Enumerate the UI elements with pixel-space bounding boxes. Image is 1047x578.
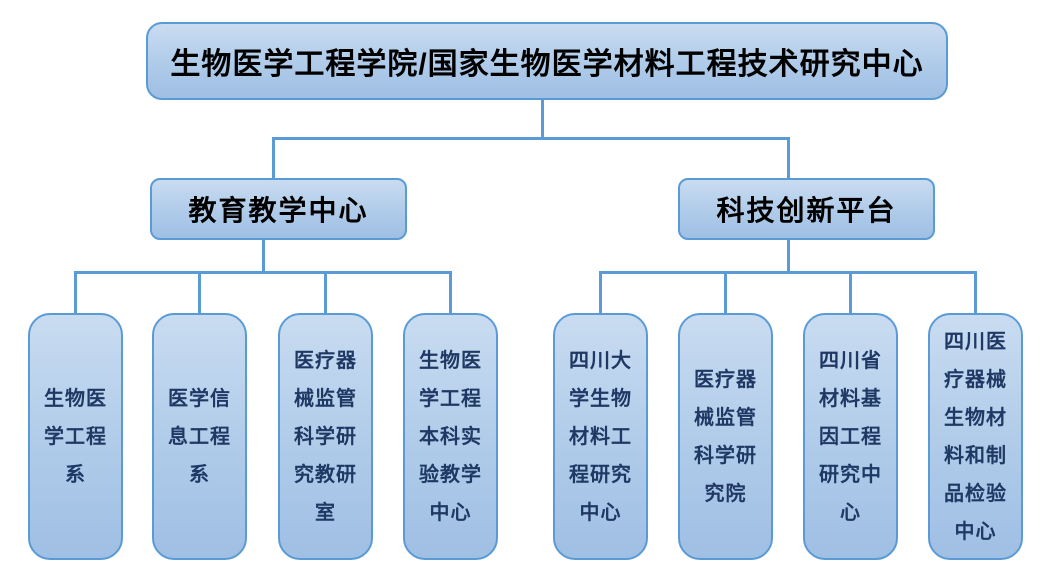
org-node-leaf-label: 四川医疗器械生物材料和制品检验中心 xyxy=(944,330,1007,543)
connector-branch-1-hline xyxy=(599,271,977,274)
org-node-leaf-undergrad-experiment-teaching-center: 生物医学工程本科实验教学中心 xyxy=(403,313,498,560)
org-node-leaf-label: 医疗器械监管科学研究教研室 xyxy=(294,349,357,524)
org-node-root-label: 生物医学工程学院/国家生物医学材料工程技术研究中心 xyxy=(170,48,924,81)
org-node-root: 生物医学工程学院/国家生物医学材料工程技术研究中心 xyxy=(146,22,948,100)
connector-leaf-1-drop xyxy=(198,271,201,313)
org-node-leaf-label: 医疗器械监管科学研究院 xyxy=(694,368,757,505)
org-node-leaf-label: 生物医学工程系 xyxy=(44,387,107,486)
org-node-leaf-scu-biomaterials-eng-research-center: 四川大学生物材料工程研究中心 xyxy=(553,313,648,560)
connector-branch-0-hline xyxy=(74,271,452,274)
connector-leaf-6-drop xyxy=(849,271,852,313)
connector-branch-0-drop xyxy=(272,137,275,178)
org-node-leaf-sichuan-materials-genome-center: 四川省材料基因工程研究中心 xyxy=(803,313,898,560)
org-node-leaf-biomed-eng-dept: 生物医学工程系 xyxy=(28,313,123,560)
connector-branch-1-drop xyxy=(787,137,790,178)
org-node-leaf-label: 四川大学生物材料工程研究中心 xyxy=(569,349,632,524)
connector-root-stem xyxy=(541,100,544,139)
connector-leaf-2-drop xyxy=(324,271,327,313)
connector-branch-1-stem xyxy=(787,240,790,273)
connector-leaf-0-drop xyxy=(74,271,77,313)
org-node-leaf-label: 医学信息工程系 xyxy=(168,387,231,486)
connector-level1-hline xyxy=(272,137,790,140)
connector-leaf-5-drop xyxy=(724,271,727,313)
org-node-leaf-sichuan-device-biomaterials-testing-center: 四川医疗器械生物材料和制品检验中心 xyxy=(928,313,1023,560)
org-node-branch-education: 教育教学中心 xyxy=(150,178,407,240)
connector-branch-0-stem xyxy=(262,240,265,273)
org-node-leaf-device-regulatory-science-institute: 医疗器械监管科学研究院 xyxy=(678,313,773,560)
connector-leaf-4-drop xyxy=(599,271,602,313)
org-node-leaf-label: 生物医学工程本科实验教学中心 xyxy=(419,349,482,524)
connector-leaf-3-drop xyxy=(449,271,452,313)
connector-leaf-7-drop xyxy=(974,271,977,313)
org-node-leaf-label: 四川省材料基因工程研究中心 xyxy=(819,349,882,524)
org-node-branch-sci-tech: 科技创新平台 xyxy=(678,178,935,240)
org-node-leaf-med-info-eng-dept: 医学信息工程系 xyxy=(152,313,247,560)
org-node-branch-sci-tech-label: 科技创新平台 xyxy=(716,195,897,226)
org-node-branch-education-label: 教育教学中心 xyxy=(188,195,369,226)
org-node-leaf-device-regulatory-teaching-office: 医疗器械监管科学研究教研室 xyxy=(278,313,373,560)
